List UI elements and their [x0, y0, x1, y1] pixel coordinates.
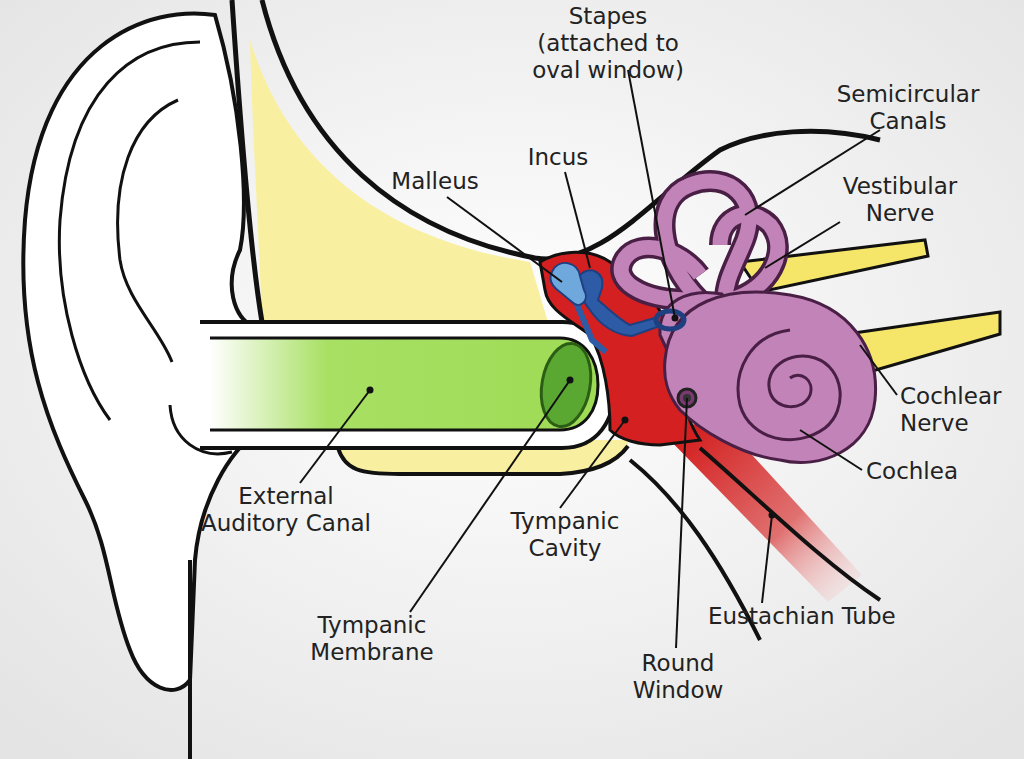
semicircular-canal [720, 215, 778, 300]
part-label: Cochlear Nerve [900, 383, 1020, 437]
part-label: Round Window [613, 650, 743, 704]
leader-line [628, 70, 675, 318]
semicircular-canal [665, 181, 749, 300]
leader-line [447, 197, 562, 282]
cochlea-spiral [738, 330, 840, 440]
leader-line [410, 380, 570, 612]
helix-fold [59, 42, 200, 420]
external-auditory-canal [210, 338, 598, 430]
part-label: Cochlea [866, 458, 1016, 485]
malleus [550, 263, 585, 305]
bone-outline [232, 0, 262, 322]
leader-line [300, 390, 370, 483]
semicircular-canal [621, 247, 700, 300]
leader-line [765, 222, 840, 268]
bone-outline [262, 0, 880, 259]
part-label: Vestibular Nerve [820, 173, 980, 227]
leader-line [560, 420, 625, 508]
part-label: Semicircular Canals [808, 81, 1008, 135]
leader-line [800, 430, 862, 470]
leader-dot [622, 417, 629, 424]
part-label: Tympanic Cavity [485, 508, 645, 562]
antihelix [118, 100, 178, 362]
leader-dot [567, 377, 574, 384]
leader-dot [769, 512, 776, 519]
leader-line [565, 172, 590, 268]
bone-outline [338, 446, 628, 474]
leader-line [860, 345, 897, 395]
leader-line [762, 515, 772, 603]
part-label: Incus [483, 144, 633, 171]
leader-line [676, 398, 687, 648]
canal-outline [665, 181, 749, 300]
incus [578, 270, 660, 336]
neck-line [188, 560, 192, 759]
part-label: Malleus [360, 168, 510, 195]
leader-line [745, 130, 880, 215]
part-label: Tympanic Membrane [287, 612, 457, 666]
cochlea [665, 292, 876, 462]
part-label: Stapes (attached to oval window) [518, 3, 698, 84]
leader-dot [367, 387, 374, 394]
part-label: External Auditory Canal [192, 483, 380, 537]
stapes [656, 311, 684, 329]
leader-dot [672, 315, 679, 322]
part-label: Eustachian Tube [708, 603, 1008, 630]
canal-wall [200, 322, 615, 448]
